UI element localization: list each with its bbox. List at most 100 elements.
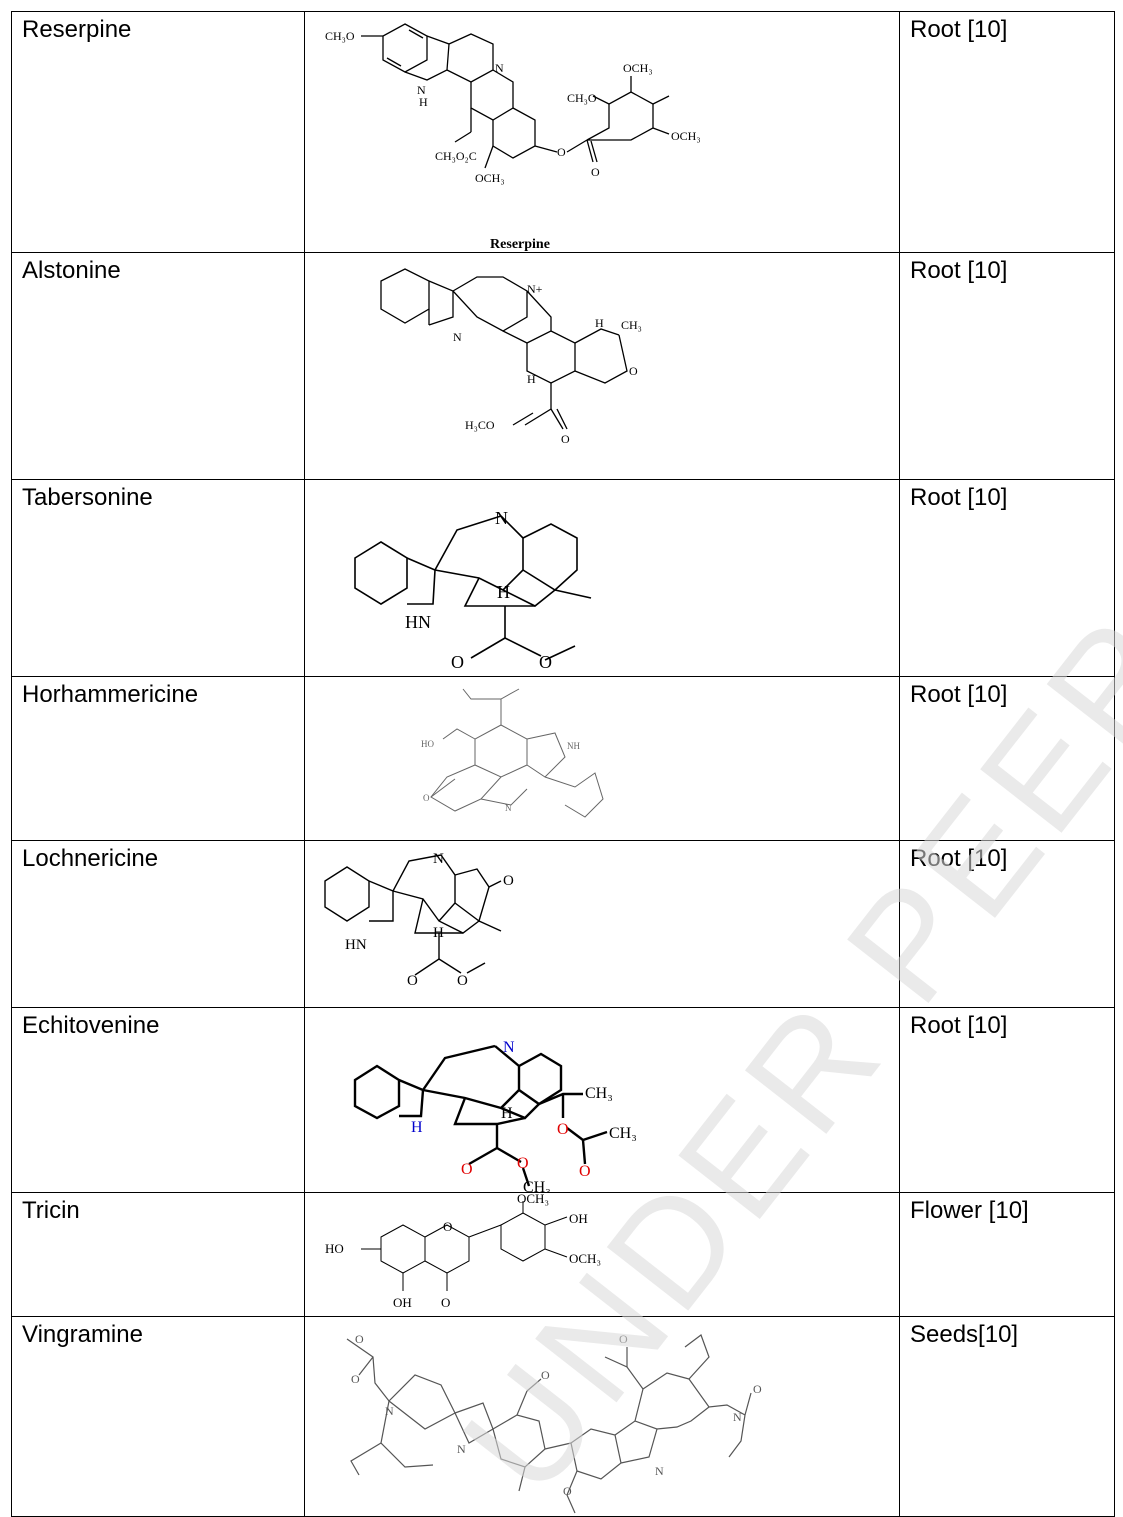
svg-text:N: N: [503, 1039, 515, 1056]
tabersonine-structure: N H HN O O: [354, 508, 592, 672]
svg-text:O: O: [441, 1295, 450, 1310]
compound-source: Root [10]: [899, 479, 1115, 677]
table-row: Tabersonine N: [11, 479, 1115, 677]
structure-cell: N O H HN O O: [304, 840, 900, 1008]
svg-text:O: O: [503, 873, 514, 889]
table-row: Lochnericine: [11, 840, 1115, 1008]
structure-cell: N CH₃ H O CH₃ H O O O CH₃: [304, 1007, 900, 1193]
svg-text:O: O: [557, 145, 566, 159]
svg-text:CH₃: CH₃: [523, 1179, 551, 1193]
svg-text:O: O: [561, 432, 570, 446]
compound-name: Alstonine: [11, 252, 305, 480]
compound-source: Flower [10]: [899, 1192, 1115, 1317]
compound-name: Horhammericine: [11, 676, 305, 841]
svg-text:O: O: [563, 1484, 572, 1498]
svg-text:N: N: [495, 61, 504, 75]
svg-text:H₃CO: H₃CO: [465, 418, 495, 432]
svg-text:O: O: [461, 1161, 473, 1178]
svg-text:O: O: [539, 652, 552, 672]
svg-text:CH₃O₂C: CH₃O₂C: [435, 149, 477, 163]
table-row: Tricin OCH₃ OH HO: [11, 1192, 1115, 1317]
svg-text:N: N: [495, 508, 508, 528]
svg-text:H: H: [527, 372, 536, 386]
svg-text:OCH₃: OCH₃: [569, 1251, 601, 1266]
svg-text:O: O: [557, 1121, 569, 1138]
svg-text:O: O: [629, 364, 638, 378]
svg-text:OCH₃: OCH₃: [475, 171, 505, 185]
table-row: Horhammericine HO NH O: [11, 676, 1115, 841]
table-row: Reserpine: [11, 11, 1115, 253]
compound-source: Root [10]: [899, 840, 1115, 1008]
svg-text:NH: NH: [567, 741, 580, 751]
svg-text:O: O: [457, 973, 468, 989]
svg-text:O: O: [407, 973, 418, 989]
structure-cell: HO NH O N: [304, 676, 900, 841]
svg-text:O: O: [423, 793, 430, 803]
svg-text:HN: HN: [405, 612, 431, 632]
svg-text:N: N: [505, 803, 512, 813]
compound-table: Reserpine: [11, 11, 1115, 1517]
svg-text:N: N: [433, 851, 444, 867]
svg-text:O: O: [591, 165, 600, 179]
echitovenine-structure: N CH₃ H O CH₃ H O O O CH₃: [353, 1039, 637, 1193]
table-row: Echitovenine: [11, 1007, 1115, 1193]
svg-text:N: N: [417, 83, 426, 97]
svg-text:H: H: [419, 95, 428, 109]
svg-text:HO: HO: [325, 1241, 344, 1256]
svg-text:O: O: [351, 1372, 360, 1386]
svg-text:OCH₃: OCH₃: [517, 1193, 549, 1206]
svg-text:HO: HO: [421, 739, 434, 749]
svg-text:N: N: [733, 1410, 742, 1424]
compound-source: Root [10]: [899, 676, 1115, 841]
compound-source: Root [10]: [899, 11, 1115, 253]
compound-source: Root [10]: [899, 252, 1115, 480]
compound-name: Reserpine: [11, 11, 305, 253]
svg-text:OCH₃: OCH₃: [623, 61, 653, 75]
svg-text:H: H: [411, 1119, 423, 1136]
svg-text:N: N: [453, 330, 462, 344]
svg-text:OCH₃: OCH₃: [671, 129, 701, 143]
table-row: Vingramine: [11, 1316, 1115, 1517]
structure-cell: OCH₃ OH HO O OCH₃ OH O: [304, 1192, 900, 1317]
structure-cell: N N+ H CH₃ H O H₃CO O: [304, 252, 900, 480]
svg-text:CH₃: CH₃: [621, 318, 642, 332]
svg-text:CH₃: CH₃: [609, 1125, 637, 1142]
svg-text:O: O: [619, 1332, 628, 1346]
svg-text:O: O: [443, 1219, 452, 1234]
svg-text:OH: OH: [569, 1211, 588, 1226]
structure-cell: N H HN O O: [304, 479, 900, 677]
svg-text:CH₃O: CH₃O: [567, 91, 597, 105]
svg-text:O: O: [753, 1382, 762, 1396]
svg-text:N: N: [457, 1442, 466, 1456]
table-row: Alstonine N: [11, 252, 1115, 480]
reserpine-structure: CH₃O N NH CH₃O OCH₃ OCH₃ CH₃O₂C OCH₃ O O…: [325, 23, 701, 252]
svg-text:N: N: [385, 1404, 394, 1418]
svg-text:CH₃: CH₃: [585, 1085, 613, 1102]
vingramine-structure: O O O O N N N N O O: [346, 1332, 762, 1514]
svg-text:H: H: [501, 1105, 513, 1122]
compound-source: Root [10]: [899, 1007, 1115, 1193]
lochnericine-structure: N O H HN O O: [324, 851, 514, 989]
svg-text:O: O: [579, 1163, 591, 1180]
svg-text:H: H: [595, 316, 604, 330]
svg-text:O: O: [517, 1155, 529, 1172]
structure-cell: O O O O N N N N O O: [304, 1316, 900, 1517]
compound-name: Lochnericine: [11, 840, 305, 1008]
tricin-structure: OCH₃ OH HO O OCH₃ OH O: [325, 1193, 601, 1310]
compound-source: Seeds[10]: [899, 1316, 1115, 1517]
svg-text:HN: HN: [345, 937, 367, 953]
svg-text:O: O: [355, 1332, 364, 1346]
compound-name: Tabersonine: [11, 479, 305, 677]
svg-text:CH₃O: CH₃O: [325, 29, 355, 43]
compound-name: Vingramine: [11, 1316, 305, 1517]
svg-text:N+: N+: [527, 282, 543, 296]
structure-caption: Reserpine: [490, 237, 550, 252]
alstonine-structure: N N+ H CH₃ H O H₃CO O: [380, 268, 642, 446]
svg-text:O: O: [451, 652, 464, 672]
svg-text:H: H: [433, 925, 444, 941]
compound-name: Echitovenine: [11, 1007, 305, 1193]
compound-name: Tricin: [11, 1192, 305, 1317]
svg-text:O: O: [541, 1368, 550, 1382]
